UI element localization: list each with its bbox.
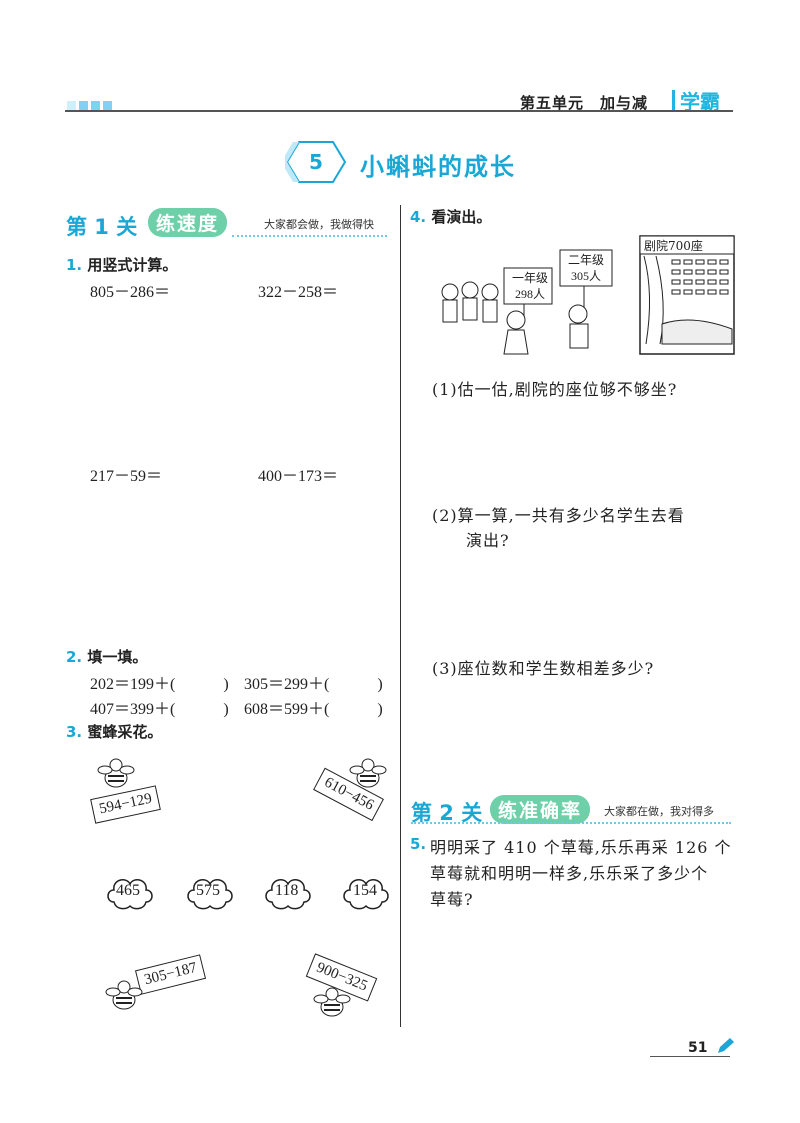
q3-number: 3. xyxy=(66,723,83,741)
grade1-sign-line-1: 一年级 xyxy=(511,271,548,285)
q4-part-1: (1)估一估,剧院的座位够不够坐? xyxy=(432,380,678,399)
page-number: 51 xyxy=(688,1040,708,1056)
q3-title: 蜜蜂采花。 xyxy=(87,723,163,741)
q2-item-4: 608＝599＋( ) xyxy=(244,701,383,718)
section1-pill: 练速度 xyxy=(148,208,228,237)
q1-heading: 1. 用竖式计算。 xyxy=(66,254,177,275)
flower-cloud-icon xyxy=(107,879,153,910)
q1-number: 1. xyxy=(66,256,83,274)
flower-value-2: 575 xyxy=(196,882,220,899)
grade2-sign: 二年级 305人 xyxy=(560,252,612,284)
grade2-sign-line-1: 二年级 xyxy=(567,253,604,267)
q4-part-2-line-1: (2)算一算,一共有多少名学生去看 xyxy=(432,506,685,525)
header-rule xyxy=(65,110,733,112)
brand-bar xyxy=(672,90,675,110)
flower-cloud-icon xyxy=(265,879,311,910)
q4-number: 4. xyxy=(410,208,427,226)
q1-title: 用竖式计算。 xyxy=(87,256,178,274)
q2-item-3: 407＝399＋( ) xyxy=(90,701,229,718)
grade1-sign-line-2: 298人 xyxy=(514,287,545,301)
bee-icon xyxy=(97,758,135,788)
lesson-title: 小蝌蚪的成长 xyxy=(360,153,516,181)
q5-number: 5. xyxy=(410,835,427,853)
column-divider xyxy=(400,205,401,1027)
q5-line-1: 明明采了 410 个草莓,乐乐再采 126 个 xyxy=(430,838,732,857)
q1-item-3: 217－59＝ xyxy=(90,468,163,485)
q2-number: 2. xyxy=(66,648,83,666)
q4-part-2-line-2: 演出? xyxy=(466,531,510,550)
section1-label: 第 1 关 xyxy=(66,215,138,239)
section1-note: 大家都会做，我做得快 xyxy=(264,218,374,231)
section2-note: 大家都在做，我对得多 xyxy=(604,805,714,818)
q1-item-4: 400－173＝ xyxy=(258,468,339,485)
theater-sign: 剧院700座 xyxy=(644,239,703,253)
flower-value-3: 118 xyxy=(275,882,299,899)
q4-heading: 4. 看演出。 xyxy=(410,206,491,227)
q1-item-1: 805－286＝ xyxy=(90,284,171,301)
header-decoration xyxy=(67,95,115,114)
q5-line-2: 草莓就和明明一样多,乐乐采了多少个 xyxy=(430,864,709,883)
grade2-sign-line-2: 305人 xyxy=(570,269,601,283)
flower-cloud-icon xyxy=(187,879,233,910)
q5-line-3: 草莓? xyxy=(430,890,474,909)
section2-pill: 练准确率 xyxy=(490,795,591,824)
flower-value-4: 154 xyxy=(353,882,377,899)
footer-rule xyxy=(650,1056,730,1057)
q4-part-3: (3)座位数和学生数相差多少? xyxy=(432,659,655,678)
lesson-number-badge: 5 xyxy=(285,141,347,183)
bee-icon xyxy=(349,758,387,788)
unit-title: 第五单元 加与减 xyxy=(520,94,649,112)
q1-item-2: 322－258＝ xyxy=(258,284,339,301)
q4-title: 看演出。 xyxy=(431,208,492,226)
lesson-number: 5 xyxy=(309,150,323,174)
q2-item-1: 202＝199＋( ) xyxy=(90,676,229,693)
section2-label: 第 2 关 xyxy=(411,801,483,825)
q2-heading: 2. 填一填。 xyxy=(66,646,147,667)
section2-rule xyxy=(411,822,731,824)
bee-card-3: 305−187 xyxy=(134,954,207,995)
flower-value-1: 465 xyxy=(116,882,140,899)
grade1-sign: 一年级 298人 xyxy=(506,270,554,302)
section1-rule xyxy=(232,235,387,237)
flower-cloud-icon xyxy=(343,879,389,910)
students-theater-illustration xyxy=(441,235,735,355)
q3-heading: 3. 蜜蜂采花。 xyxy=(66,721,162,742)
bee-icon xyxy=(313,987,351,1017)
bee-icon xyxy=(105,980,143,1010)
q2-title: 填一填。 xyxy=(87,648,148,666)
q2-item-2: 305＝299＋( ) xyxy=(244,676,383,693)
pencil-icon xyxy=(718,1038,734,1053)
